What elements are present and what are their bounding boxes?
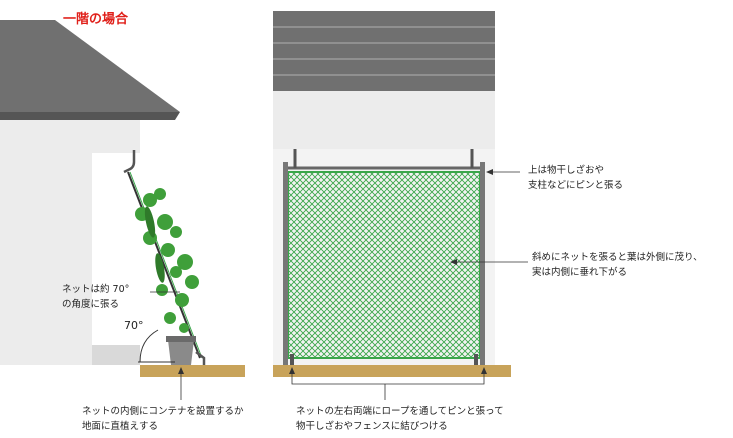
post-left: [283, 162, 288, 368]
front-net: [287, 171, 481, 359]
angle-note-line-2: の角度に張る: [62, 299, 120, 310]
bottom-right-bracket: [291, 372, 485, 385]
stake-right: [474, 354, 478, 368]
left-roof: [0, 20, 180, 112]
top-note-arrow: [486, 169, 493, 175]
middle-note-arrow: [450, 259, 457, 265]
vine-leaves: [135, 188, 199, 333]
bottom-left-line-2: 地面に直植えする: [82, 421, 159, 432]
left-ground: [140, 365, 245, 377]
gutter-bracket: [123, 150, 136, 174]
bottom-left-arrow: [178, 367, 184, 374]
bottom-right-arrow-right: [481, 367, 487, 374]
side-net-green-edge: [129, 171, 203, 359]
right-ground: [273, 365, 511, 377]
left-house-upper-wall: [0, 120, 140, 153]
left-eave: [0, 112, 180, 120]
post-right: [480, 162, 485, 368]
middle-note-line-1: 斜めにネットを張ると葉は外側に茂り、: [532, 252, 703, 263]
right-wall: [273, 91, 495, 149]
middle-note-line-2: 実は内側に垂れ下がる: [532, 267, 628, 278]
bottom-left-line-1: ネットの内側にコンテナを設置するか: [82, 406, 244, 417]
top-note-line-1: 上は物干しざおや: [528, 165, 605, 176]
roof-lines: [273, 26, 495, 76]
left-house: [0, 20, 180, 365]
left-house-lower-wall: [0, 153, 92, 365]
bottom-right-line-2: 物干しざおやフェンスに結びつける: [296, 421, 448, 432]
cucumber-fruits: [144, 206, 165, 283]
angle-label: 70°: [124, 319, 144, 332]
container-pot: [166, 336, 196, 365]
net-anchor-hook: [195, 351, 206, 368]
top-note-line-2: 支柱などにピンと張る: [528, 180, 624, 191]
angle-arc: [139, 329, 159, 363]
right-roof: [273, 11, 495, 91]
stake-left: [290, 354, 294, 368]
left-wall-dark-base: [92, 345, 140, 365]
bottom-right-line-1: ネットの左右両端にロープを通してピンと張って: [296, 406, 504, 417]
angle-note-line-1: ネットは約 70°: [62, 284, 130, 295]
diagram-title: 一階の場合: [63, 12, 129, 27]
bottom-right-arrow-left: [289, 367, 295, 374]
